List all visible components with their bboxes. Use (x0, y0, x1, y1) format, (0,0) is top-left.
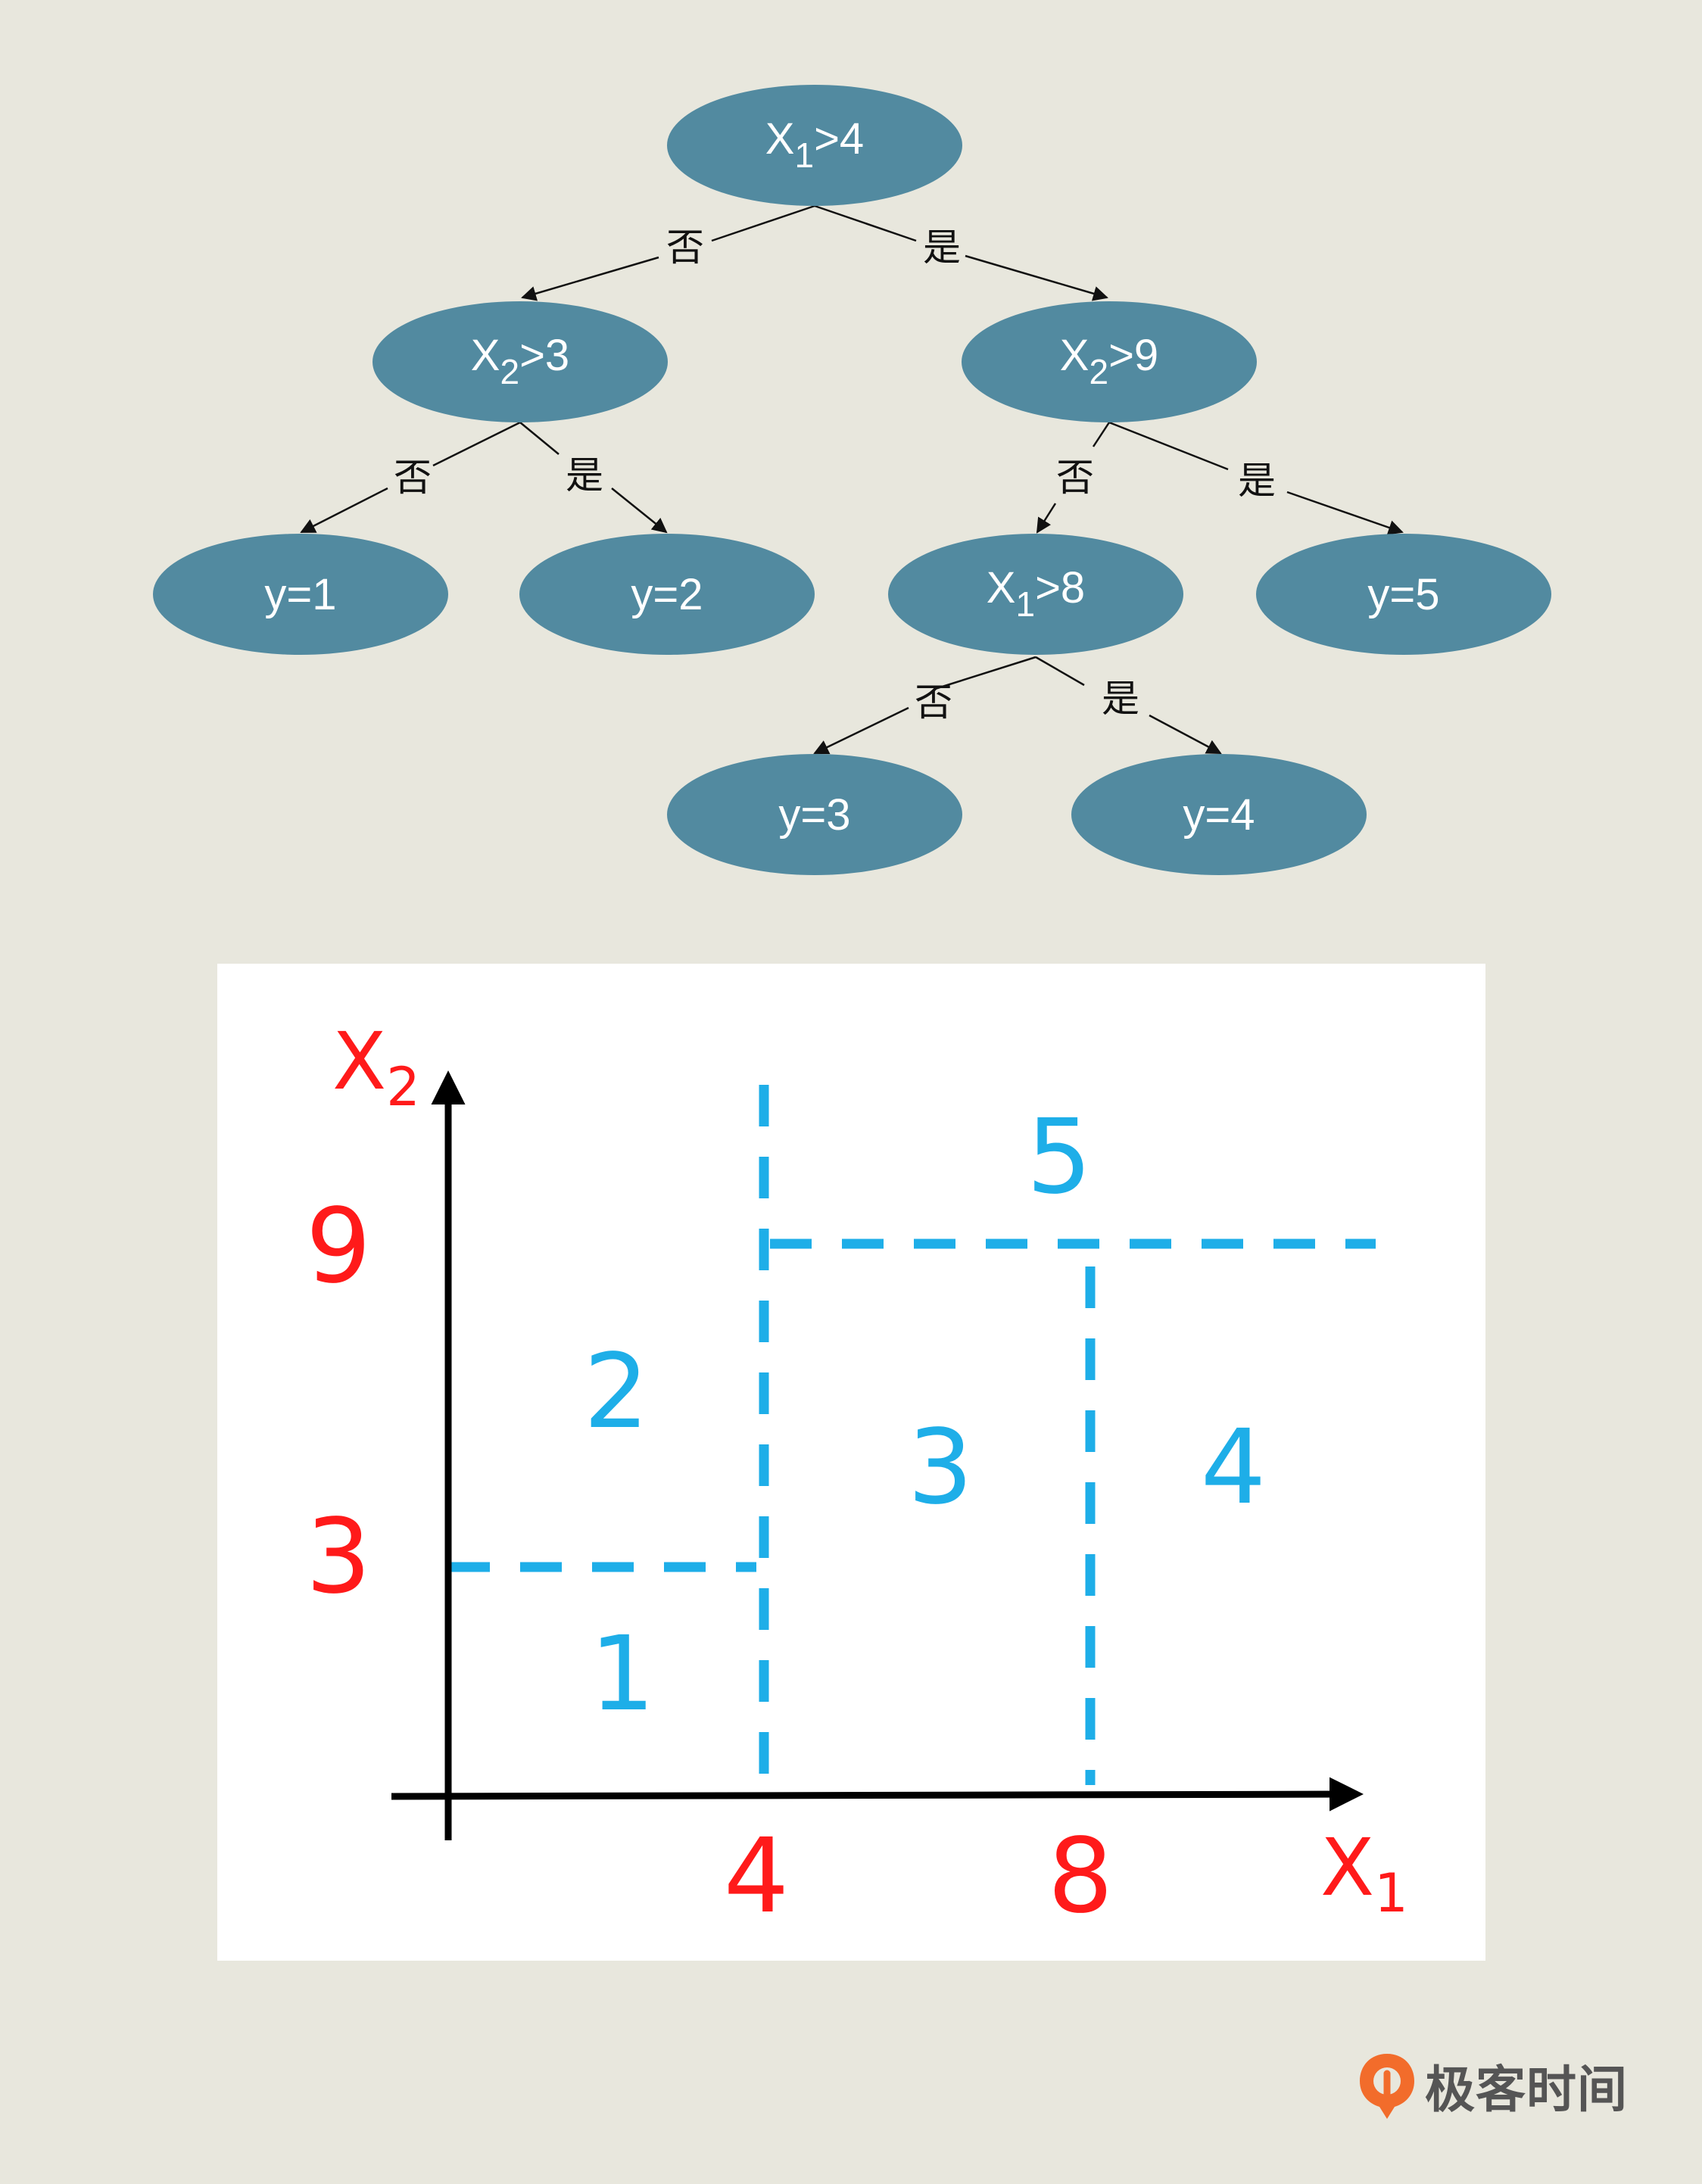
edge-label-root-left: 否 (666, 226, 704, 269)
svg-text:X2>3: X2>3 (471, 331, 569, 391)
edge-mid-leaf3-b (813, 706, 909, 755)
edge-right-mid-b (1036, 503, 1057, 534)
edge-label-mid-leaf4: 是 (1102, 677, 1139, 721)
svg-text:y=5: y=5 (1367, 570, 1439, 619)
y-axis-name: X2 (332, 1015, 420, 1118)
edge-left-leaf2-a (519, 422, 560, 455)
svg-text:y=3: y=3 (778, 790, 850, 840)
svg-text:y=4: y=4 (1183, 790, 1255, 840)
tree-edges (300, 204, 1404, 755)
geektime-logo-icon (1360, 2054, 1414, 2119)
edge-mid-leaf4-a (1035, 656, 1085, 687)
edge-label-left-leaf2: 是 (566, 453, 603, 497)
edge-label-left-leaf1: 否 (394, 456, 432, 500)
edge-label-right-mid: 否 (1056, 456, 1094, 500)
partition-plot: X2 X1 4 8 9 3 5 2 3 4 1 (306, 1015, 1408, 1936)
y-tick-3: 3 (306, 1497, 372, 1617)
edge-left-leaf1-b (300, 487, 388, 534)
leaf-4: y=4 (1071, 754, 1367, 875)
region-5: 5 (1027, 1098, 1093, 1217)
y-tick-9: 9 (306, 1187, 372, 1307)
svg-text:X1>4: X1>4 (765, 114, 864, 175)
edge-mid-leaf3-a (934, 656, 1036, 690)
decision-tree: 否 是 否 是 否 是 否 是 X1>4 X2>3 X2>9 y=1 y=2 (153, 85, 1551, 875)
edge-root-right-b (965, 254, 1108, 301)
edge-left-leaf1-a (432, 421, 521, 467)
svg-text:X1>8: X1>8 (987, 563, 1085, 624)
brand-name: 极客时间 (1425, 2061, 1628, 2119)
node-root: X1>4 (667, 85, 962, 206)
svg-text:y=2: y=2 (631, 570, 703, 619)
region-1: 1 (590, 1615, 656, 1734)
axes (391, 1070, 1364, 1840)
node-left: X2>3 (373, 301, 668, 422)
leaf-5: y=5 (1256, 534, 1551, 655)
svg-text:y=1: y=1 (264, 570, 336, 619)
region-2: 2 (584, 1332, 650, 1452)
node-mid: X1>8 (888, 534, 1183, 655)
edge-mid-leaf4-b (1149, 714, 1222, 755)
edge-root-left-b (521, 256, 659, 301)
edge-root-left-a (711, 204, 815, 242)
tree-nodes: X1>4 X2>3 X2>9 y=1 y=2 X1>8 y=5 y=3 (153, 85, 1551, 875)
x-tick-4: 4 (724, 1817, 790, 1936)
node-right: X2>9 (962, 301, 1257, 422)
partition-lines (448, 1085, 1376, 1785)
x-axis-name: X1 (1320, 1821, 1408, 1924)
partition-panel: X2 X1 4 8 9 3 5 2 3 4 1 (217, 964, 1485, 1961)
edge-labels: 否 是 否 是 否 是 否 是 (394, 226, 1276, 724)
edge-root-right-a (814, 204, 917, 242)
brand-watermark: 极客时间 (1357, 2048, 1628, 2123)
edge-right-mid-a (1092, 422, 1111, 447)
leaf-2: y=2 (519, 534, 815, 655)
region-4: 4 (1201, 1408, 1267, 1528)
region-3: 3 (908, 1408, 974, 1528)
edge-label-root-right: 是 (923, 226, 961, 269)
x-axis-line (391, 1777, 1364, 1812)
edge-left-leaf2-b (611, 488, 668, 534)
leaf-3: y=3 (667, 754, 962, 875)
x-tick-8: 8 (1048, 1817, 1114, 1936)
edge-right-leaf5-b (1286, 491, 1404, 535)
edge-label-right-leaf5: 是 (1238, 459, 1276, 503)
edge-label-mid-leaf3: 否 (915, 681, 952, 724)
leaf-1: y=1 (153, 534, 448, 655)
edge-right-leaf5-a (1108, 421, 1229, 471)
svg-text:X2>9: X2>9 (1060, 331, 1158, 391)
